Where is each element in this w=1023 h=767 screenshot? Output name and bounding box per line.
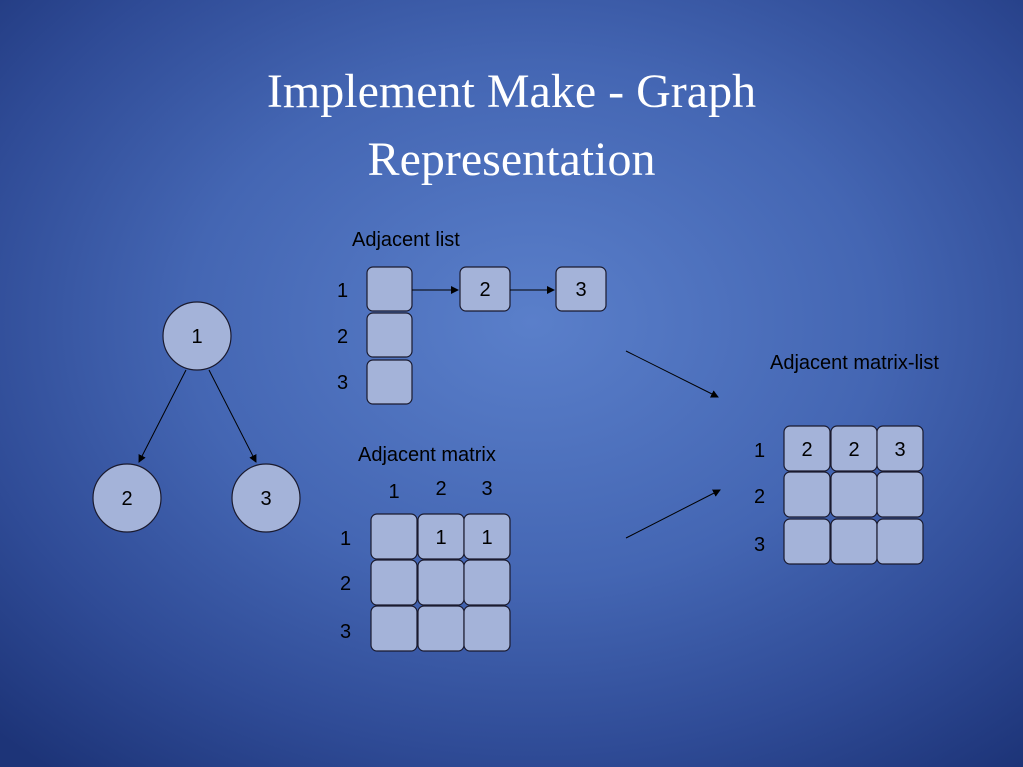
adjacent-matrix-cell [463, 605, 511, 652]
adjacent-matrix-list-cell [783, 518, 831, 565]
adjacent-list-head-cell-3 [366, 359, 413, 405]
adjacent-matrix-list-row-label-2: 2 [754, 486, 765, 508]
adjacent-matrix-list-cell [876, 471, 924, 518]
adjacent-list-head-cell-1 [366, 266, 413, 312]
title-line-1: Implement Make - Graph [266, 65, 757, 118]
adjacent-list-node: 2 [459, 266, 511, 312]
adjacent-matrix-cell [463, 513, 511, 560]
node-label: 1 [191, 326, 202, 348]
edge-1-3 [208, 369, 257, 463]
adjacent-list-head-cell-2 [366, 312, 413, 358]
node-circle [231, 463, 301, 533]
adjacent-matrix-list: Adjacent matrix-list 1 2 3 2 2 3 [754, 352, 939, 565]
adjacent-matrix-cell [370, 513, 418, 560]
adjacent-list: Adjacent list 1 2 3 2 3 [337, 229, 607, 405]
adjacent-matrix: Adjacent matrix 1 2 3 1 2 3 1 1 [340, 444, 511, 652]
adjacent-matrix-list-cell-value: 2 [801, 439, 812, 461]
node-circle [92, 463, 162, 533]
adjacent-matrix-list-heading: Adjacent matrix-list [770, 352, 939, 374]
adjacent-matrix-col-label-1: 1 [388, 481, 399, 503]
adjacent-matrix-cell [463, 559, 511, 606]
adjacent-matrix-heading: Adjacent matrix [358, 444, 496, 466]
adjacent-matrix-list-row-label-3: 3 [754, 534, 765, 556]
matrix-to-matrix-list-arrow [625, 489, 721, 539]
adjacent-matrix-cell [370, 605, 418, 652]
adjacent-matrix-cell [370, 559, 418, 606]
node-label: 2 [121, 488, 132, 510]
adjacent-matrix-list-cell [876, 518, 924, 565]
adjacent-matrix-list-cell [830, 518, 878, 565]
adjacent-list-row-label-3: 3 [337, 372, 348, 394]
graph-node-2: 2 [92, 463, 162, 533]
adjacent-matrix-col-label-2: 2 [435, 478, 446, 500]
adjacent-matrix-list-cell [783, 471, 831, 518]
adjacent-matrix-list-row-label-1: 1 [754, 440, 765, 462]
adjacent-list-node: 3 [555, 266, 607, 312]
adjacent-matrix-list-cell [830, 471, 878, 518]
adjacent-matrix-cell-value: 1 [481, 527, 492, 549]
adjacent-matrix-col-label-3: 3 [481, 478, 492, 500]
edge-1-2 [138, 369, 187, 463]
adjacent-matrix-row-label-3: 3 [340, 621, 351, 643]
node-circle [162, 301, 232, 371]
graph-node-3: 3 [231, 463, 301, 533]
title-line-2: Representation [367, 133, 656, 186]
graph-tree: 1 2 3 [92, 301, 301, 533]
list-to-matrix-list-arrow [625, 350, 719, 398]
graph-node-1: 1 [162, 301, 232, 371]
slide-title: Implement Make - Graph Representation [0, 58, 1023, 194]
adjacent-matrix-row-label-2: 2 [340, 573, 351, 595]
adjacent-matrix-cell-value: 1 [435, 527, 446, 549]
adjacent-matrix-list-cell [876, 425, 924, 472]
adjacent-list-node-box [555, 266, 607, 312]
adjacent-list-node-box [459, 266, 511, 312]
adjacent-matrix-cell [417, 605, 465, 652]
adjacent-matrix-list-cell-value: 2 [848, 439, 859, 461]
adjacent-list-heading: Adjacent list [352, 229, 460, 251]
adjacent-list-node-value: 3 [575, 279, 586, 301]
node-label: 3 [260, 488, 271, 510]
adjacent-list-row-label-2: 2 [337, 326, 348, 348]
adjacent-matrix-list-cell [783, 425, 831, 472]
adjacent-list-node-value: 2 [479, 279, 490, 301]
adjacent-matrix-row-label-1: 1 [340, 528, 351, 550]
adjacent-matrix-cell [417, 559, 465, 606]
adjacent-list-row-label-1: 1 [337, 280, 348, 302]
adjacent-matrix-list-cell-value: 3 [894, 439, 905, 461]
